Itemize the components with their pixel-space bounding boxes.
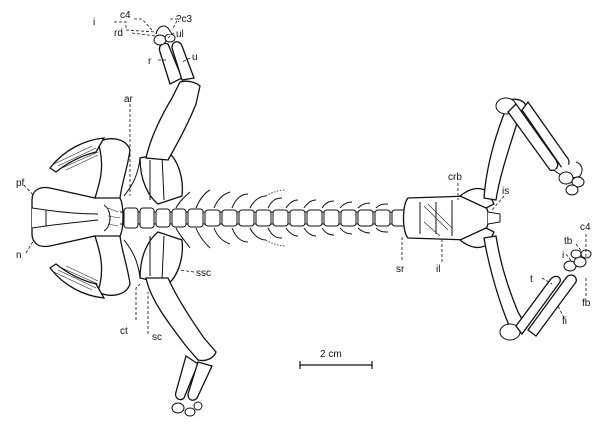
label-rd: rd (114, 28, 123, 39)
label-fb: fb (582, 298, 591, 309)
scale-bar-label: 2 cm (320, 349, 342, 360)
upper-hindlimb (483, 97, 585, 201)
label-n: n (16, 250, 22, 261)
lower-forelimb (145, 277, 217, 417)
label-tb: tb (564, 236, 573, 247)
label-i-top: i (93, 17, 95, 28)
label-i-right: i (562, 250, 564, 261)
label-u: u (192, 52, 198, 63)
label-pf: pf (16, 178, 25, 189)
label-sr: sr (396, 264, 405, 275)
label-sc: sc (152, 332, 162, 343)
label-ssc: ssc (196, 268, 211, 279)
upper-forelimb (145, 25, 201, 161)
leader-lines (23, 18, 587, 334)
lower-hindlimb (483, 235, 592, 341)
label-fi: fi (562, 316, 567, 327)
label-ct: ct (120, 326, 128, 337)
label-crb: crb (448, 172, 462, 183)
label-ar: ar (124, 94, 134, 105)
skull (31, 137, 131, 299)
label-r: r (148, 56, 152, 67)
scale-bar: 2 cm (299, 349, 373, 369)
label-ul: ul (176, 29, 184, 40)
label-c4-right: c4 (580, 222, 591, 233)
labels: c4 ?c3 i rd ul r u ar pf n ssc ct sc crb… (16, 10, 591, 343)
label-c3: ?c3 (176, 14, 193, 25)
vertebral-column (120, 189, 460, 249)
label-is: is (502, 186, 509, 197)
label-t: t (530, 274, 533, 285)
pectoral-girdle (123, 151, 184, 285)
label-c4-top: c4 (120, 10, 131, 21)
label-il: il (436, 264, 440, 275)
